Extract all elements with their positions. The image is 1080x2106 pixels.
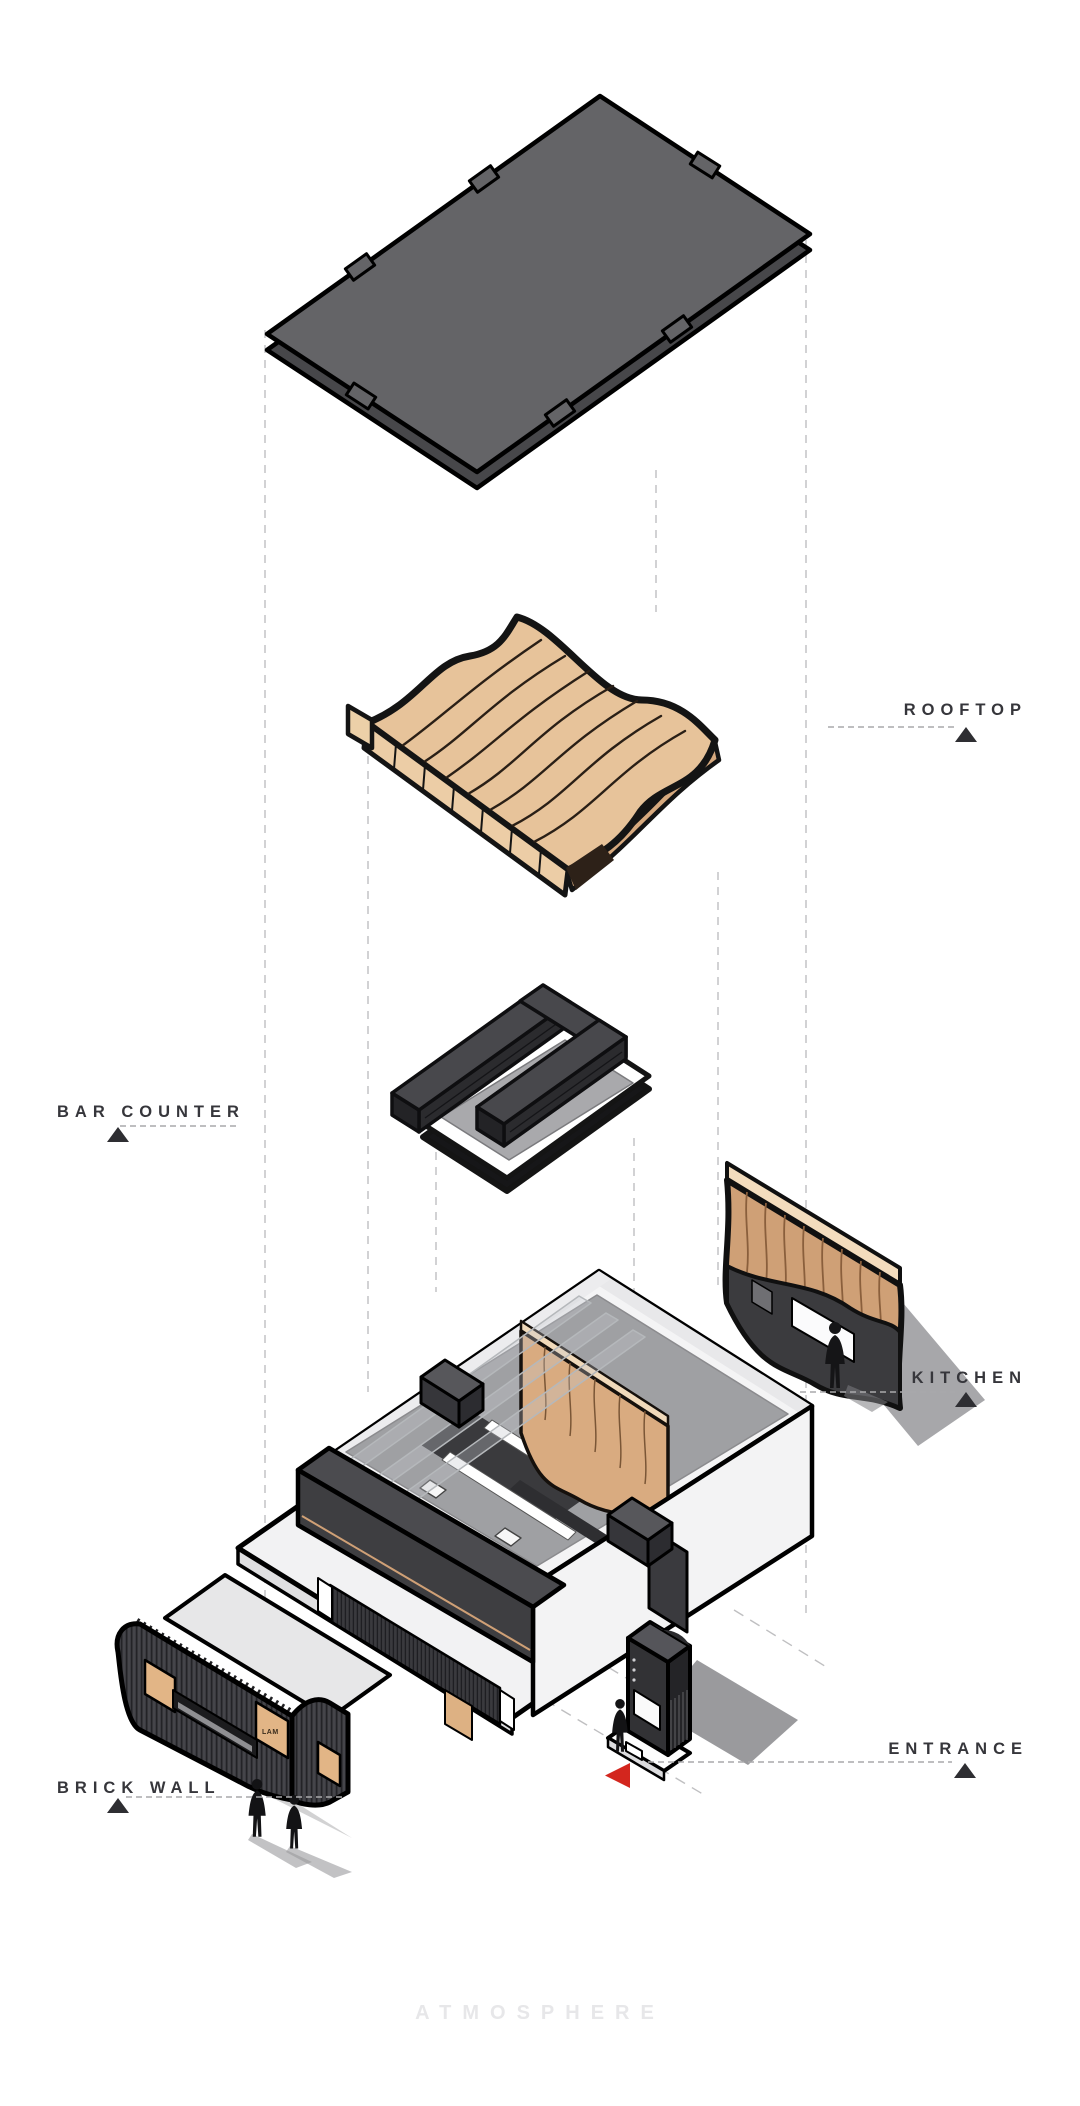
brick-window-panel — [316, 1740, 342, 1788]
callout-kitchen: KITCHEN — [912, 1370, 1027, 1387]
kitchen-wall — [722, 1161, 985, 1446]
person-shadow — [286, 1846, 352, 1878]
callout-kitchen-label: KITCHEN — [911, 1369, 1027, 1387]
corner-column — [606, 1496, 689, 1634]
callout-entrance-label: ENTRANCE — [888, 1740, 1028, 1758]
callout-rooftop-label: ROOFTOP — [903, 701, 1027, 719]
brick-wood-panel — [143, 1658, 177, 1714]
triangle-up-icon — [954, 1763, 976, 1778]
brick-wall-signage: LAM — [262, 1729, 279, 1736]
triangle-up-icon — [107, 1127, 129, 1142]
callout-bar-counter: BAR COUNTER — [57, 1104, 245, 1121]
watermark-title: ATMOSPHERE — [415, 2002, 665, 2024]
callout-brick-wall-label: BRICK WALL — [57, 1779, 221, 1797]
bar-counter — [390, 983, 652, 1194]
callout-markers — [107, 727, 977, 1813]
roof-slab — [264, 93, 813, 491]
person-shadow — [248, 1834, 312, 1868]
callout-leaders — [120, 726, 956, 1798]
entrance-kiosk — [606, 1620, 798, 1782]
callout-bar-counter-label: BAR COUNTER — [57, 1103, 245, 1121]
brick-wood-panel — [254, 1700, 290, 1760]
main-building — [235, 1268, 815, 1741]
fascia-band — [295, 1445, 567, 1665]
guide-lines — [264, 240, 807, 1615]
counter-front-bar — [475, 1018, 628, 1148]
column-block — [419, 1358, 485, 1429]
callout-entrance: ENTRANCE — [888, 1741, 1028, 1758]
triangle-up-icon — [955, 1392, 977, 1407]
triangle-up-icon — [955, 727, 977, 742]
callout-brick-wall: BRICK WALL — [57, 1780, 221, 1797]
storefront — [317, 1577, 515, 1741]
cart — [625, 1741, 643, 1761]
wavy-wood-canopy — [345, 613, 722, 898]
entrance-window — [633, 1689, 661, 1731]
brick-wall: LAM — [114, 1573, 392, 1878]
triangle-left-icon — [605, 1763, 630, 1788]
kitchen-small-window — [751, 1279, 773, 1315]
storefront-wood-door — [444, 1689, 473, 1741]
triangle-up-icon — [107, 1798, 129, 1813]
callout-rooftop: ROOFTOP — [904, 702, 1027, 719]
